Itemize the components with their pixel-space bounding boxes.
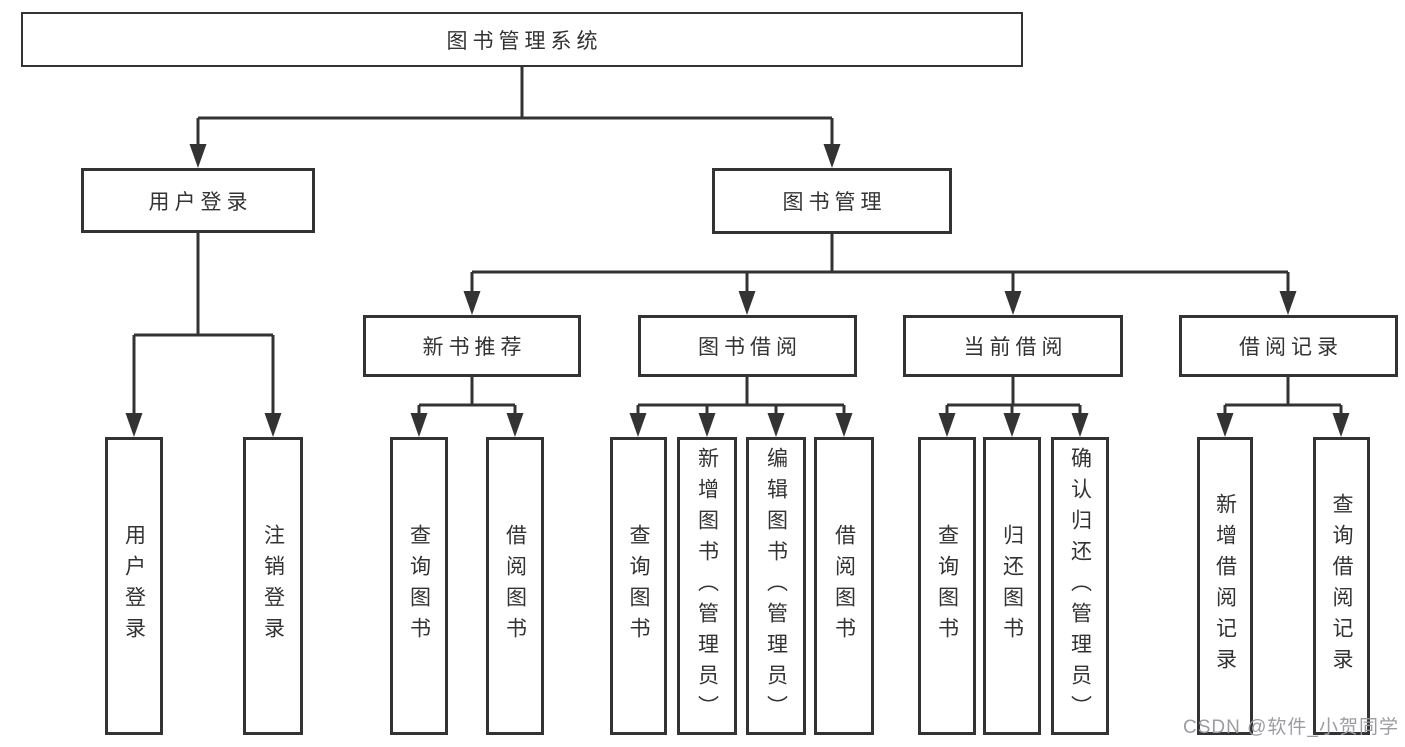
node-user-login-branch-label: 用户登录 [148, 190, 253, 214]
node-book-borrowing-label: 图书借阅 [698, 336, 802, 359]
leaf-query-borrow-record: 查询借阅记录 [1313, 437, 1370, 735]
leaf-borrow-books: 借阅图书 [814, 437, 874, 735]
leaf-borrow-books-recommend-label: 借阅图书 [503, 524, 527, 648]
leaf-add-books-admin-label: 新增图书（管理员） [695, 446, 719, 726]
node-library-system: 图书管理系统 [21, 12, 1023, 67]
node-borrowing-records-label: 借阅记录 [1239, 336, 1343, 359]
leaf-confirm-return-admin: 确认归还（管理员） [1051, 437, 1109, 735]
leaf-edit-books-admin: 编辑图书（管理员） [746, 437, 806, 735]
leaf-query-books-recommend: 查询图书 [390, 437, 448, 735]
node-borrowing-records: 借阅记录 [1179, 315, 1398, 377]
leaf-add-borrow-record-label: 新增借阅记录 [1213, 493, 1237, 679]
leaf-logout: 注销登录 [243, 437, 303, 735]
leaf-add-books-admin: 新增图书（管理员） [677, 437, 737, 735]
node-book-management-branch-label: 图书管理 [782, 191, 887, 214]
node-user-login-branch: 用户登录 [81, 168, 315, 233]
node-new-book-recommendation: 新书推荐 [363, 315, 581, 377]
leaf-edit-books-admin-label: 编辑图书（管理员） [764, 446, 788, 726]
leaf-return-books-label: 归还图书 [1000, 524, 1024, 648]
leaf-return-books: 归还图书 [983, 437, 1041, 735]
leaf-query-books-recommend-label: 查询图书 [407, 524, 431, 648]
node-book-management-branch: 图书管理 [712, 168, 952, 234]
node-current-borrowing-label: 当前借阅 [963, 336, 1068, 359]
node-new-book-recommendation-label: 新书推荐 [422, 336, 527, 359]
leaf-query-books-borrowing: 查询图书 [610, 437, 667, 735]
leaf-borrow-books-recommend: 借阅图书 [486, 437, 544, 735]
leaf-add-borrow-record: 新增借阅记录 [1197, 437, 1253, 735]
leaf-query-books-borrowing-label: 查询图书 [627, 524, 650, 648]
leaf-logout-label: 注销登录 [261, 524, 285, 648]
node-current-borrowing: 当前借阅 [903, 315, 1123, 377]
leaf-confirm-return-admin-label: 确认归还（管理员） [1068, 446, 1092, 726]
node-library-system-label: 图书管理系统 [446, 29, 603, 53]
leaf-borrow-books-label: 借阅图书 [832, 524, 856, 648]
leaf-query-books-current-label: 查询图书 [935, 524, 959, 648]
csdn-watermark: CSDN @软件_小贺同学 [1183, 717, 1399, 738]
leaf-query-books-current: 查询图书 [918, 437, 976, 735]
leaf-query-borrow-record-label: 查询借阅记录 [1330, 493, 1353, 679]
leaf-user-login: 用户登录 [105, 437, 163, 735]
leaf-user-login-label: 用户登录 [122, 524, 146, 648]
node-book-borrowing: 图书借阅 [638, 315, 857, 377]
